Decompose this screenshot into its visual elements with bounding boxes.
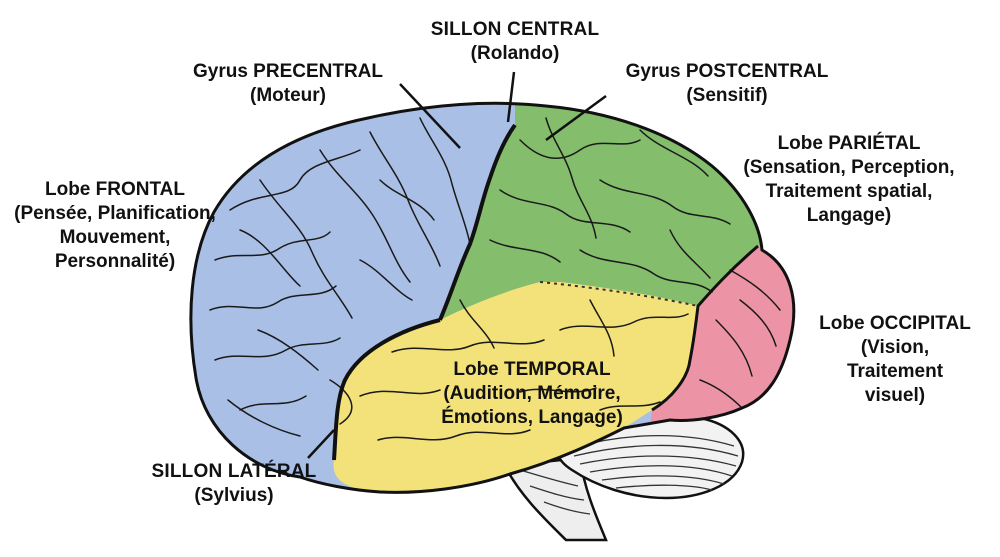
label-gyrus-postcentral: Gyrus POSTCENTRAL (Sensitif)	[596, 60, 858, 108]
sillon-lateral-subtitle: (Sylvius)	[194, 485, 274, 506]
label-lobe-occipital: Lobe OCCIPITAL (Vision, Traitement visue…	[800, 312, 990, 408]
leader-lateral	[307, 429, 335, 459]
label-sillon-lateral: SILLON LATÉRAL (Sylvius)	[118, 460, 350, 508]
label-lobe-temporal: Lobe TEMPORAL (Audition, Mémoire, Émotio…	[424, 358, 640, 430]
lobe-frontal-title: Lobe FRONTAL	[44, 179, 185, 200]
lobe-frontal-desc-2: Mouvement,	[59, 227, 171, 248]
leader-postcentral	[545, 94, 607, 142]
parieto-occipital-sulcus	[651, 244, 759, 412]
lobe-frontal-desc-1: (Pensée, Planification,	[14, 203, 216, 224]
central-sulcus	[438, 123, 517, 321]
lobe-occipital-title: Lobe OCCIPITAL	[819, 313, 971, 334]
lobe-frontal-desc-3: Personnalité)	[54, 251, 176, 272]
label-gyrus-precentral: Gyrus PRECENTRAL (Moteur)	[168, 60, 408, 108]
gyrus-precentral-subtitle: (Moteur)	[250, 85, 326, 106]
brain-outline	[189, 101, 796, 494]
lateral-sulcus	[332, 318, 441, 461]
sillon-central-subtitle: (Rolando)	[470, 43, 560, 64]
lobe-temporal-desc-2: Émotions, Langage)	[441, 407, 623, 428]
lobe-parietal-desc-3: Langage)	[806, 205, 892, 226]
gyri-texture	[209, 117, 781, 441]
lobe-parietal-desc-2: Traitement spatial,	[765, 181, 933, 202]
lobe-occipital-desc-3: visuel)	[864, 385, 926, 406]
gyrus-precentral-title: Gyrus PRECENTRAL	[192, 61, 384, 82]
lobe-occipital-desc-2: Traitement	[846, 361, 944, 382]
parieto-temporal-boundary	[539, 281, 699, 307]
label-lobe-frontal: Lobe FRONTAL (Pensée, Planification, Mou…	[2, 178, 228, 274]
lobe-parietal-desc-1: (Sensation, Perception,	[743, 157, 955, 178]
lobe-occipital-desc-1: (Vision,	[860, 337, 930, 358]
gyrus-postcentral-subtitle: (Sensitif)	[686, 85, 768, 106]
leader-central	[506, 71, 516, 123]
leader-lines	[307, 71, 607, 459]
label-lobe-parietal: Lobe PARIÉTAL (Sensation, Perception, Tr…	[724, 132, 974, 228]
sillon-central-title: SILLON CENTRAL	[430, 19, 600, 40]
lobe-temporal-title: Lobe TEMPORAL	[453, 359, 611, 380]
lobe-temporal-desc-1: (Audition, Mémoire,	[443, 383, 621, 404]
sillon-lateral-title: SILLON LATÉRAL	[151, 461, 317, 482]
gyrus-postcentral-title: Gyrus POSTCENTRAL	[625, 61, 829, 82]
leader-precentral	[399, 83, 461, 149]
label-sillon-central: SILLON CENTRAL (Rolando)	[405, 18, 625, 66]
lobe-parietal-title: Lobe PARIÉTAL	[777, 133, 921, 154]
